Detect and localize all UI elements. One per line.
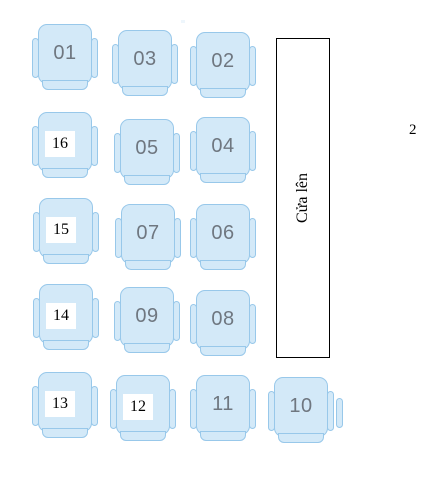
- seat-label: 13: [45, 391, 75, 417]
- seat-02[interactable]: 02: [190, 32, 256, 100]
- seat-05[interactable]: 05: [114, 119, 180, 187]
- seat-label: 11: [212, 393, 234, 415]
- seat-label: 02: [211, 50, 235, 72]
- seat-01[interactable]: 01: [32, 24, 98, 92]
- seat-label: 05: [135, 137, 159, 159]
- seat-label: 14: [46, 303, 76, 329]
- seat-08[interactable]: 08: [190, 290, 256, 358]
- seat-label: 04: [211, 135, 235, 157]
- seat-12[interactable]: 12: [110, 375, 176, 443]
- seat-label: 07: [136, 222, 160, 244]
- seat-15[interactable]: 15: [33, 198, 99, 266]
- seat-10[interactable]: 10: [268, 377, 334, 445]
- seat-03[interactable]: 03: [112, 30, 178, 98]
- seat-label: 16: [45, 131, 75, 157]
- seat-09[interactable]: 09: [114, 287, 180, 355]
- seat-06[interactable]: 06: [190, 204, 256, 272]
- seat-label: 06: [211, 222, 235, 244]
- seat-label: 08: [211, 308, 235, 330]
- seat-16[interactable]: 16: [32, 112, 98, 180]
- seat-label: 15: [46, 217, 76, 243]
- seat-label: 09: [135, 305, 159, 327]
- seat-armrest-fragment: [336, 398, 344, 428]
- door-area: Cửa lên: [276, 38, 330, 358]
- decorative-speck: [181, 20, 185, 23]
- seat-13[interactable]: 13: [32, 372, 98, 440]
- door-label: Cửa lên: [294, 173, 311, 223]
- seat-label: 12: [123, 394, 153, 420]
- seat-label: 10: [289, 395, 313, 417]
- seat-04[interactable]: 04: [190, 117, 256, 185]
- seat-14[interactable]: 14: [33, 284, 99, 352]
- seat-11[interactable]: 11: [190, 375, 256, 443]
- floor-number: 2: [409, 122, 417, 138]
- seat-07[interactable]: 07: [115, 204, 181, 272]
- seat-label: 03: [133, 48, 157, 70]
- seat-label: 01: [53, 42, 77, 64]
